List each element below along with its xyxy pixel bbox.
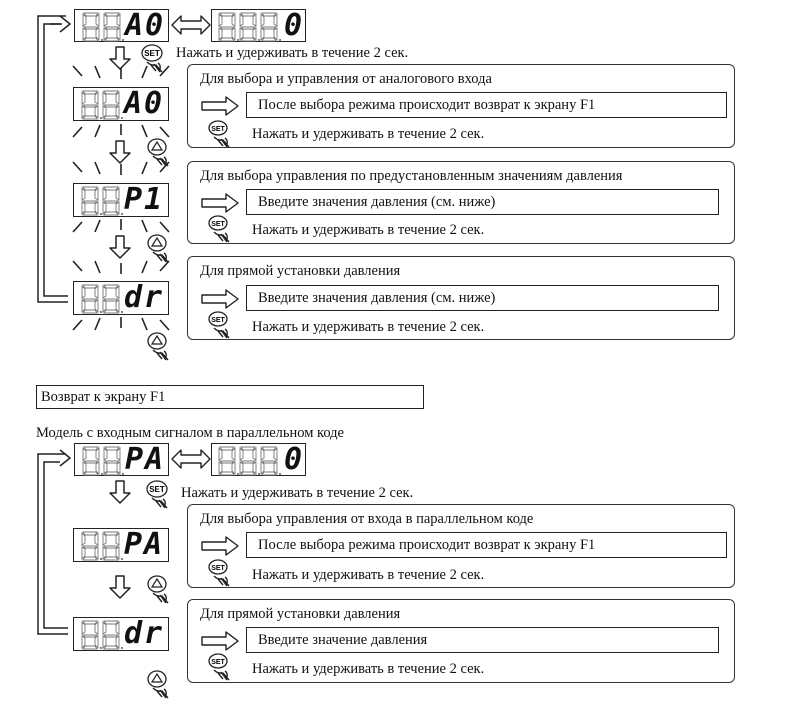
svg-text:SET: SET [211,317,225,324]
section2-heading: Модель с входным сигналом в параллельном… [36,425,344,441]
mode-box-preset: Для выбора управления по предустановленн… [187,161,735,244]
mode-hold: Нажать и удерживать в течение 2 сек. [252,319,485,335]
double-arrow-icon [171,449,211,469]
double-arrow-icon [171,15,211,35]
up-button-icon[interactable] [147,575,177,607]
svg-text:SET: SET [144,49,160,58]
mode-hold: Нажать и удерживать в течение 2 сек. [252,567,485,583]
display-value: dr [124,616,165,651]
mode-box-parallel: Для выбора управления от входа в паралле… [187,504,735,588]
mode-inner-text: Введите значения давления (см. ниже) [258,194,496,210]
display-value: dr [124,280,165,315]
right-arrow-icon [201,536,239,556]
mode-inner-box: После выбора режима происходит возврат к… [246,92,727,118]
display-a0-top: A0 [74,8,169,43]
up-button-icon[interactable] [147,670,177,702]
set-button-icon[interactable]: SET [208,310,238,342]
mode-inner-box: После выбора режима происходит возврат к… [246,532,727,558]
mode-inner-box: Введите значение давления [246,627,719,653]
set-button-icon[interactable]: SET [208,558,238,590]
mode-title: Для прямой установки давления [200,606,401,622]
display-value: 0 [284,8,303,43]
mode-title: Для выбора управления по предустановленн… [200,168,623,184]
svg-text:SET: SET [211,221,225,228]
display-value: P1 [124,182,165,217]
mode-inner-text: После выбора режима происходит возврат к… [258,537,596,553]
up-button-icon[interactable] [147,332,177,364]
up-button-icon[interactable] [147,138,177,170]
set-button-icon[interactable]: SET [141,44,173,76]
down-arrow-icon [109,575,131,599]
set-button-icon[interactable]: SET [208,119,238,151]
svg-text:SET: SET [149,485,165,494]
mode-inner-box: Введите значения давления (см. ниже) [246,285,719,311]
mode-box-analog: Для выбора и управления от аналогового в… [187,64,735,148]
hold-instruction: Нажать и удерживать в течение 2 сек. [181,485,414,501]
display-pa-top: PA [74,442,169,477]
display-dr-mode2: dr [73,616,169,651]
set-button-icon[interactable]: SET [208,214,238,246]
mode-title: Для выбора и управления от аналогового в… [200,71,492,87]
display-value: PA [125,442,166,477]
display-dr-mode: dr [73,280,169,315]
down-arrow-icon [109,480,131,504]
mode-inner-text: Введите значение давления [258,632,428,648]
mode-box-direct2: Для прямой установки давления Введите зн… [187,599,735,683]
svg-text:SET: SET [211,565,225,572]
mode-inner-box: Введите значения давления (см. ниже) [246,189,719,215]
mode-hold: Нажать и удерживать в течение 2 сек. [252,222,485,238]
set-button-icon[interactable]: SET [146,480,178,512]
display-zero-top2: 0 [211,442,306,477]
mode-inner-text: Введите значения давления (см. ниже) [258,290,496,306]
mode-title: Для выбора управления от входа в паралле… [200,511,534,527]
display-zero-top: 0 [211,8,306,43]
display-a0-mode: A0 [73,86,169,121]
right-arrow-icon [201,631,239,651]
return-box: Возврат к экрану F1 [36,385,424,409]
up-button-icon[interactable] [147,234,177,266]
display-p1-mode: P1 [73,182,169,217]
svg-text:SET: SET [211,126,225,133]
display-pa-mode: PA [73,527,169,562]
mode-title: Для прямой установки давления [200,263,401,279]
display-value: PA [124,527,165,562]
svg-text:SET: SET [211,659,225,666]
mode-hold: Нажать и удерживать в течение 2 сек. [252,126,485,142]
display-value: A0 [125,8,166,43]
hold-instruction: Нажать и удерживать в течение 2 сек. [176,45,409,61]
display-value: 0 [284,442,303,477]
return-text: Возврат к экрану F1 [41,389,166,405]
mode-inner-text: После выбора режима происходит возврат к… [258,97,596,113]
mode-hold: Нажать и удерживать в течение 2 сек. [252,661,485,677]
display-value: A0 [124,86,165,121]
mode-box-direct: Для прямой установки давления Введите зн… [187,256,735,340]
set-button-icon[interactable]: SET [208,652,238,684]
